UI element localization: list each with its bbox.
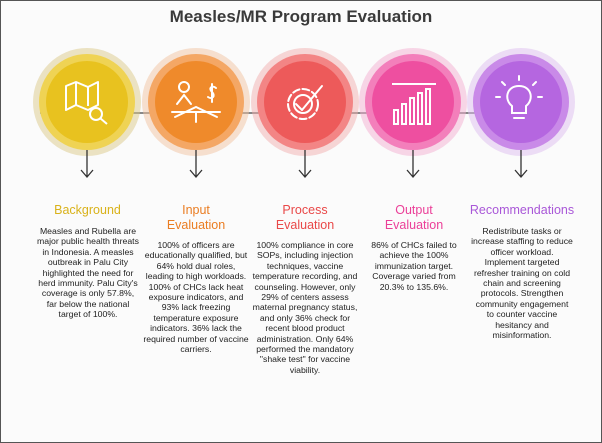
map-search-icon <box>65 81 108 125</box>
column-title-input: Input Evaluation <box>166 203 226 232</box>
stage-node-output <box>359 48 467 178</box>
column-title-background: Background <box>54 203 121 217</box>
stage-node-background <box>33 48 141 178</box>
down-arrow-icon <box>189 150 203 178</box>
down-arrow-icon <box>298 150 312 178</box>
down-arrow-icon <box>406 150 420 178</box>
column-body-recommendations: Redistribute tasks or increase staffing … <box>471 226 573 341</box>
down-arrow-icon <box>514 150 528 178</box>
stage-node-recommendations <box>467 48 575 178</box>
column-title-recommendations: Recommendations <box>469 203 575 217</box>
column-body-input: 100% of officers are educationally quali… <box>143 240 249 355</box>
stage-node-input <box>142 48 250 178</box>
column-body-output: 86% of CHCs failed to achieve the 100% i… <box>371 240 457 292</box>
down-arrow-icon <box>80 150 94 178</box>
column-title-output: Output Evaluation <box>384 203 444 232</box>
lightbulb-icon <box>495 75 543 119</box>
stage-node-process <box>251 48 359 178</box>
person-scale-icon <box>171 81 221 123</box>
column-body-process: 100% compliance in core SOPs, including … <box>252 240 358 375</box>
page-title: Measles/MR Program Evaluation <box>169 7 433 26</box>
column-body-background: Measles and Rubella are major public hea… <box>37 226 139 320</box>
bar-chart-icon <box>392 83 436 125</box>
column-title-process: Process Evaluation <box>275 203 335 232</box>
gear-check-icon <box>287 85 323 120</box>
